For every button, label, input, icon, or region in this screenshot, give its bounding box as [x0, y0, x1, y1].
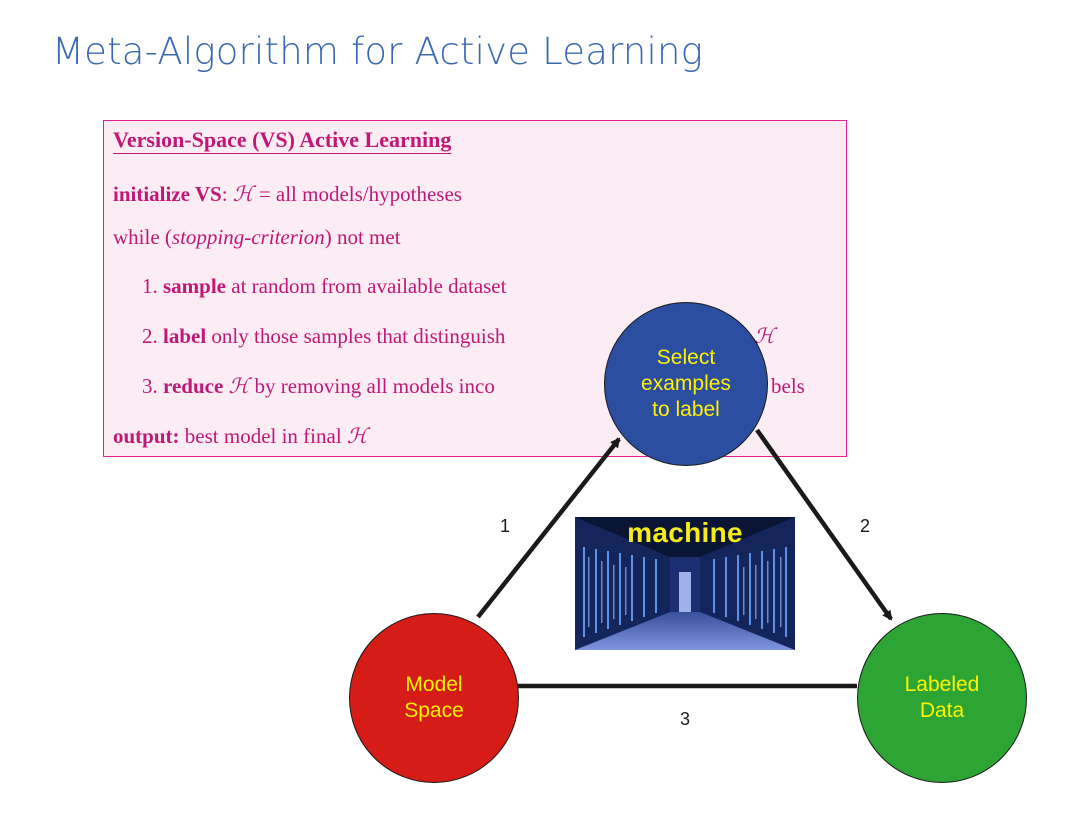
step-3: 3. reduce ℋ by removing all models inco [142, 374, 495, 399]
node-label: Select examples to label [641, 345, 731, 423]
algorithm-heading: Version-Space (VS) Active Learning [113, 127, 452, 152]
loop-suffix: ) not met [324, 225, 401, 249]
machine-image: machine [575, 517, 795, 650]
step-text: at random from available dataset [226, 274, 507, 298]
init-colon: : [221, 182, 233, 206]
node-label-line: examples [641, 372, 731, 395]
step-number: 1. [142, 274, 158, 298]
slide-title: Meta-Algorithm for Active Learning [52, 30, 704, 73]
node-label-line: Labeled [904, 673, 980, 696]
arrow-1 [476, 437, 621, 619]
datacenter-aisle-icon [575, 517, 795, 650]
step-3-tail: bels [771, 374, 805, 398]
step-text: by removing all models inco [249, 374, 495, 398]
step-number: 2. [142, 324, 158, 348]
init-line: initialize VS: ℋ = all models/hypotheses [113, 182, 462, 207]
step-number: 3. [142, 374, 158, 398]
output-text: best model in final [179, 424, 347, 448]
step-2: 2. label only those samples that disting… [142, 324, 505, 349]
node-label-line: to label [652, 398, 720, 421]
node-labeled-data: Labeled Data [857, 613, 1027, 783]
machine-caption: machine [627, 517, 743, 548]
step-keyword: reduce [163, 374, 224, 398]
hypothesis-symbol: ℋ [346, 424, 368, 448]
step-text: only those samples that distinguish [206, 324, 506, 348]
init-keyword: initialize VS [113, 182, 222, 206]
loop-line: while (stopping-criterion) not met [113, 225, 401, 250]
init-text: = all models/hypotheses [253, 182, 462, 206]
node-label: Labeled Data [905, 672, 980, 724]
edge-label-2: 2 [860, 516, 871, 536]
node-label: Model Space [404, 672, 464, 724]
algorithm-box: Version-Space (VS) Active Learning initi… [103, 120, 847, 457]
edge-label-3: 3 [680, 709, 691, 729]
node-model-space: Model Space [349, 613, 519, 783]
hypothesis-symbol: ℋ [232, 182, 254, 206]
node-label-line: Model [405, 673, 463, 696]
step-keyword: sample [163, 274, 226, 298]
step-1: 1. sample at random from available datas… [142, 274, 506, 299]
arrow-2 [755, 428, 893, 621]
node-label-line: Select [656, 346, 716, 369]
loop-prefix: while ( [113, 225, 172, 249]
hypothesis-symbol: ℋ [228, 374, 250, 398]
node-select-examples: Select examples to label [604, 302, 768, 466]
step-keyword: label [163, 324, 207, 348]
node-label-line: Space [404, 699, 464, 722]
loop-condition: stopping-criterion [171, 225, 325, 249]
output-line: output: best model in final ℋ [113, 424, 368, 449]
node-label-line: Data [919, 699, 965, 722]
output-keyword: output: [113, 424, 180, 448]
edge-label-1: 1 [500, 516, 511, 536]
step-2-symbol: ℋ [754, 324, 775, 348]
